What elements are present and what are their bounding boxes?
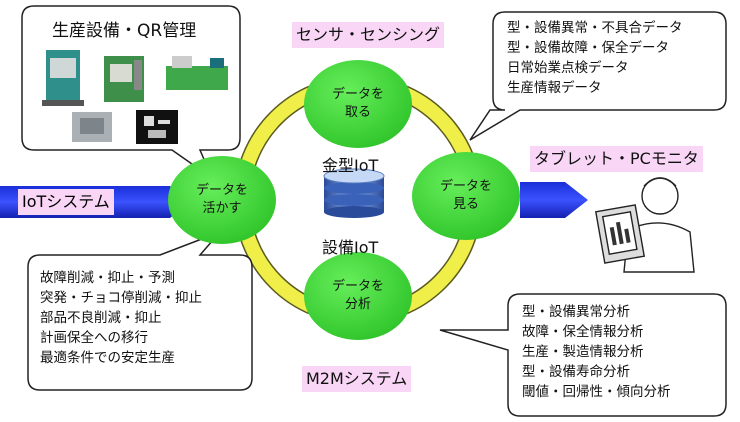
sensor-label: センサ・センシング bbox=[292, 22, 445, 48]
machining-center-image bbox=[104, 56, 144, 102]
analysis-item: 故障・保全情報分析 bbox=[522, 324, 644, 340]
benefit-item: 故障削減・抑止・予測 bbox=[40, 270, 175, 286]
equipment-iot-label: 設備IoT bbox=[322, 238, 379, 257]
benefits-callout bbox=[27, 231, 253, 391]
node-analyze bbox=[304, 252, 412, 340]
mold-iot-label: 金型IoT bbox=[322, 156, 379, 175]
analysis-item: 生産・製造情報分析 bbox=[522, 344, 644, 360]
data-types-callout bbox=[469, 11, 727, 141]
node-collect-line2: 取る bbox=[344, 105, 371, 120]
analysis-item: 閾値・回帰性・傾向分析 bbox=[522, 384, 671, 400]
mold-image bbox=[72, 112, 112, 142]
data-type-item: 型・設備故障・保全データ bbox=[507, 40, 669, 56]
database-icon bbox=[323, 168, 385, 218]
analysis-item: 型・設備寿命分析 bbox=[522, 364, 630, 380]
node-view-text: データを 見る bbox=[421, 178, 511, 214]
equipment-title: 生産設備・QR管理 bbox=[52, 21, 197, 41]
benefit-item: 部品不良削減・抑止 bbox=[40, 310, 162, 326]
node-analyze-line2: 分析 bbox=[344, 297, 371, 312]
node-collect bbox=[304, 60, 412, 148]
analysis-callout bbox=[439, 293, 727, 417]
qr-code-image bbox=[136, 110, 178, 144]
benefit-item: 最適条件での安定生産 bbox=[40, 350, 175, 366]
press-machine-image bbox=[42, 50, 84, 106]
benefit-item: 計画保全への移行 bbox=[40, 330, 148, 346]
analysis-list: 型・設備異常分析 故障・保全情報分析 生産・製造情報分析 型・設備寿命分析 閾値… bbox=[522, 302, 671, 402]
tablet-user-illustration bbox=[594, 177, 695, 273]
m2m-label: M2Mシステム bbox=[302, 366, 412, 392]
node-view bbox=[412, 152, 520, 240]
node-collect-line1: データを bbox=[331, 87, 384, 102]
node-utilize bbox=[168, 156, 276, 244]
node-utilize-line2: 活かす bbox=[202, 201, 242, 216]
injection-molding-image bbox=[166, 56, 228, 90]
monitor-arrow-right bbox=[520, 182, 588, 218]
node-collect-text: データを 取る bbox=[313, 86, 403, 122]
data-types-list: 型・設備異常・不具合データ 型・設備故障・保全データ 日常始業点検データ 生産情… bbox=[507, 18, 683, 98]
analysis-item: 型・設備異常分析 bbox=[522, 304, 630, 320]
data-type-item: 日常始業点検データ bbox=[507, 60, 629, 76]
node-view-line1: データを bbox=[439, 179, 492, 194]
iot-system-label: IoTシステム bbox=[18, 189, 114, 215]
data-type-item: 型・設備異常・不具合データ bbox=[507, 20, 683, 36]
data-type-item: 生産情報データ bbox=[507, 80, 602, 96]
node-utilize-line1: データを bbox=[195, 183, 248, 198]
node-analyze-text: データを 分析 bbox=[313, 278, 403, 314]
node-utilize-text: データを 活かす bbox=[177, 182, 267, 218]
tablet-label: タブレット・PCモニタ bbox=[530, 146, 703, 172]
benefit-item: 突発・チョコ停削減・抑止 bbox=[40, 290, 202, 306]
benefits-list: 故障削減・抑止・予測 突発・チョコ停削減・抑止 部品不良削減・抑止 計画保全への… bbox=[40, 268, 202, 368]
node-view-line2: 見る bbox=[452, 197, 479, 212]
node-analyze-line1: データを bbox=[331, 279, 384, 294]
